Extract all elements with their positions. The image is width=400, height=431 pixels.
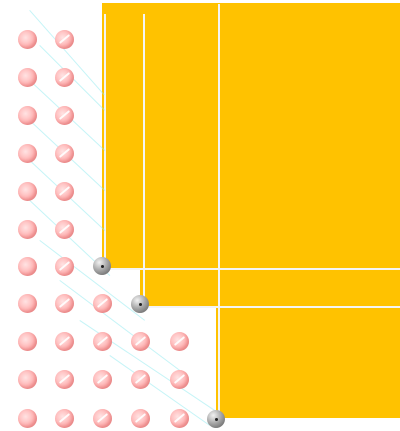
- peg-icon: [93, 370, 112, 389]
- peg-icon: [18, 106, 37, 125]
- peg-icon: [131, 370, 150, 389]
- peg-icon: [170, 332, 189, 351]
- peg-icon: [55, 106, 74, 125]
- peg-icon: [18, 294, 37, 313]
- peg-icon: [55, 409, 74, 428]
- peg-icon: [170, 370, 189, 389]
- peg-icon: [55, 220, 74, 239]
- yellow-block-middle: [140, 268, 400, 306]
- peg-icon: [18, 220, 37, 239]
- rail-second: [143, 14, 145, 304]
- trail-line: [109, 355, 210, 426]
- peg-icon: [55, 68, 74, 87]
- peg-icon: [18, 144, 37, 163]
- peg-icon: [55, 257, 74, 276]
- rail-horizontal-upper: [106, 268, 400, 270]
- steel-ball-icon[interactable]: [93, 257, 111, 275]
- peg-icon: [93, 294, 112, 313]
- peg-icon: [18, 182, 37, 201]
- peg-icon: [131, 332, 150, 351]
- peg-icon: [18, 370, 37, 389]
- peg-icon: [18, 332, 37, 351]
- peg-icon: [55, 370, 74, 389]
- peg-icon: [93, 409, 112, 428]
- peg-icon: [55, 144, 74, 163]
- peg-icon: [18, 257, 37, 276]
- peg-icon: [131, 409, 150, 428]
- peg-icon: [55, 332, 74, 351]
- peg-icon: [18, 30, 37, 49]
- steel-ball-icon[interactable]: [207, 410, 225, 428]
- peg-icon: [18, 409, 37, 428]
- yellow-block-upper: [102, 3, 400, 268]
- peg-icon: [18, 68, 37, 87]
- steel-ball-icon[interactable]: [131, 295, 149, 313]
- peg-icon: [55, 182, 74, 201]
- peg-icon: [55, 30, 74, 49]
- yellow-block-lower: [216, 306, 400, 418]
- peg-icon: [93, 332, 112, 351]
- peg-icon: [170, 409, 189, 428]
- rail-horizontal-lower: [143, 306, 400, 308]
- rail-left: [104, 14, 106, 266]
- rail-center: [218, 4, 220, 418]
- peg-icon: [55, 294, 74, 313]
